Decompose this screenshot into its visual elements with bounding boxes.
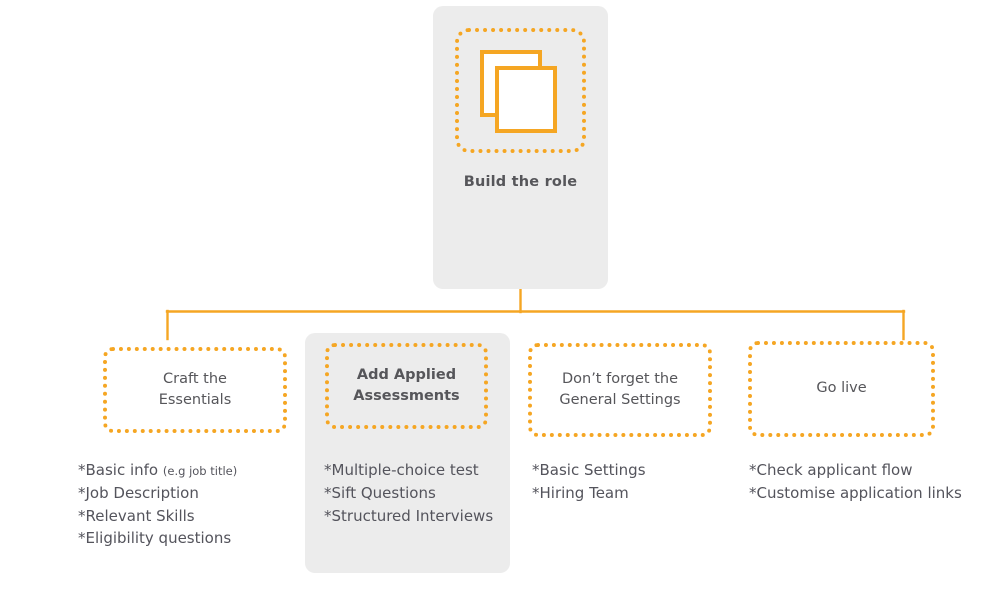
bullet-text: Check applicant flow [756, 461, 913, 479]
step-label-line1: Add Applied [356, 366, 457, 383]
list-item: *Basic Settings [532, 459, 722, 482]
step-label-general-settings: Don’t forget the General Settings [551, 369, 688, 411]
bullet-marker: * [324, 483, 332, 502]
bullet-list-general-settings: *Basic Settings *Hiring Team [532, 459, 722, 505]
bullet-text: Multiple-choice test [331, 461, 479, 479]
list-item: *Job Description [78, 482, 293, 505]
bullet-marker: * [78, 461, 86, 479]
bullet-marker: * [324, 506, 332, 525]
list-item: *Relevant Skills [78, 505, 293, 528]
bullet-note: (e.g job title) [162, 464, 238, 478]
bullet-list-go-live: *Check applicant flow *Customise applica… [749, 459, 989, 505]
bullet-text: Relevant Skills [85, 506, 195, 525]
bullet-text: Job Description [85, 483, 199, 502]
step-box-general-settings[interactable]: Don’t forget the General Settings [528, 343, 712, 437]
step-label-line2: General Settings [559, 392, 681, 408]
bullet-marker: * [749, 461, 757, 479]
step-label-craft-the-essentials: Craft the Essentials [151, 369, 240, 411]
step-box-add-applied-assessments[interactable]: Add Applied Assessments [325, 343, 488, 429]
bullet-marker: * [532, 461, 540, 479]
bullet-marker: * [749, 483, 757, 502]
list-item: *Check applicant flow [749, 459, 989, 482]
root-icon-frame [455, 28, 586, 153]
root-card[interactable]: Build the role [433, 6, 608, 289]
step-box-go-live[interactable]: Go live [748, 341, 935, 437]
step-label-line1: Craft the [163, 370, 227, 387]
list-item: *Sift Questions [324, 482, 514, 505]
bullet-marker: * [532, 483, 540, 502]
root-title: Build the role [463, 174, 578, 190]
bullet-marker: * [78, 483, 86, 502]
bullet-text: Hiring Team [539, 483, 629, 502]
list-item: *Customise application links [749, 482, 989, 505]
bullet-text: Structured Interviews [331, 506, 494, 525]
bullet-list-craft-the-essentials: *Basic info (e.g job title) *Job Descrip… [78, 459, 293, 550]
bullet-text: Customise application links [756, 483, 962, 502]
bullet-text: Basic info [85, 461, 159, 479]
step-label-line2: Essentials [158, 392, 232, 408]
step-label-line1: Go live [816, 380, 867, 397]
bullet-text: Basic Settings [539, 461, 646, 479]
step-label-line2: Assessments [353, 388, 460, 404]
highlighted-column-panel [305, 333, 510, 573]
list-item: *Hiring Team [532, 482, 722, 505]
step-label-line1: Don’t forget the [561, 370, 678, 387]
list-item: *Multiple-choice test [324, 459, 514, 482]
list-item: *Basic info (e.g job title) [78, 459, 293, 482]
bullet-marker: * [78, 506, 86, 525]
step-box-craft-the-essentials[interactable]: Craft the Essentials [103, 347, 287, 433]
bullet-text: Eligibility questions [85, 529, 232, 548]
bullet-list-add-applied-assessments: *Multiple-choice test *Sift Questions *S… [324, 459, 514, 527]
bullet-marker: * [324, 461, 332, 479]
step-label-go-live: Go live [808, 378, 874, 399]
step-label-add-applied-assessments: Add Applied Assessments [345, 365, 467, 407]
list-item: *Eligibility questions [78, 527, 293, 550]
list-item: *Structured Interviews [324, 505, 514, 528]
bullet-marker: * [78, 529, 86, 548]
bullet-text: Sift Questions [331, 483, 436, 502]
